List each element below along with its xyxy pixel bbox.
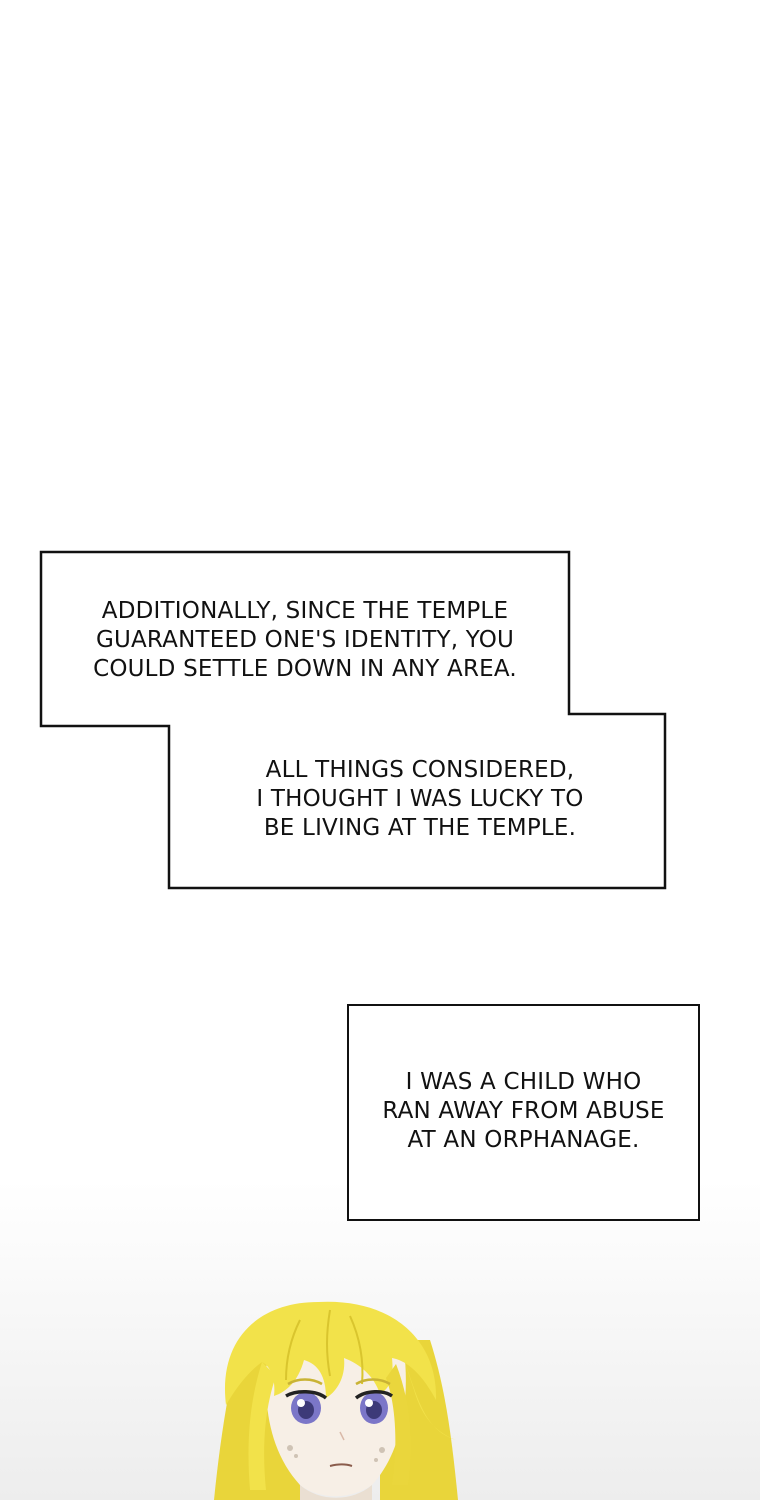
caption-box-orphanage: [347, 1004, 700, 1221]
caption-text-identity: ADDITIONALLY, SINCE THE TEMPLE GUARANTEE…: [93, 598, 517, 682]
caption-text-lucky: ALL THINGS CONSIDERED, I THOUGHT I WAS L…: [256, 757, 584, 841]
caption-text-orphanage: I WAS A CHILD WHO RAN AWAY FROM ABUSE AT…: [382, 1069, 665, 1153]
character-illustration: [214, 1301, 458, 1500]
